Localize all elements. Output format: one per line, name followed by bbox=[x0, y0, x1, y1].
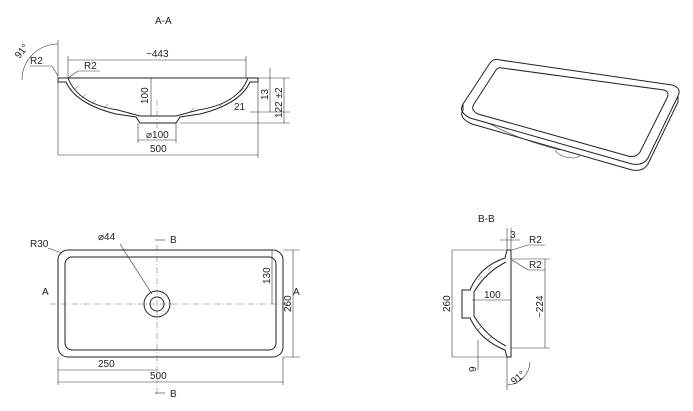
section-b-top-marker: B bbox=[170, 235, 177, 246]
bb-inner-length-label: ~224 bbox=[535, 295, 546, 318]
inner-width-label: ~443 bbox=[146, 49, 169, 60]
angle-arc bbox=[21, 43, 59, 81]
bb-radius-outer-label: R2 bbox=[529, 235, 542, 246]
bb-depth-total-label: 260 bbox=[442, 295, 453, 312]
half-depth-label: 130 bbox=[262, 267, 273, 284]
radius-inner-label: R2 bbox=[84, 61, 97, 72]
section-a-right-marker: A bbox=[293, 287, 300, 298]
height-label: 122 ±2 bbox=[274, 87, 285, 118]
angle-label: 91° bbox=[13, 42, 31, 61]
hatching bbox=[73, 85, 245, 113]
hole-diameter-label: ⌀44 bbox=[98, 232, 116, 243]
plan-view: R30 ⌀44 B B A A 130 260 250 500 bbox=[30, 232, 300, 400]
section-bb-title: B-B bbox=[478, 214, 495, 225]
section-aa-title: A-A bbox=[155, 16, 172, 27]
isometric-view bbox=[461, 58, 680, 171]
section-b-bottom-marker: B bbox=[170, 389, 177, 400]
bb-bowl-depth-label: 100 bbox=[484, 290, 501, 301]
total-width-label: 500 bbox=[150, 144, 167, 155]
bb-radius-inner-label: R2 bbox=[529, 260, 542, 271]
radius-outer-label: R2 bbox=[30, 56, 43, 67]
section-b-b: B-B 260 100 3 R2 R2 ~224 9 91° bbox=[442, 214, 550, 390]
rim-thickness-label: 13 bbox=[260, 88, 271, 100]
bb-rim-offset-label: 9 bbox=[468, 366, 479, 372]
width-total-label: 500 bbox=[150, 371, 167, 382]
drain-diameter-label: ⌀100 bbox=[146, 130, 169, 141]
bb-rim-width-label: 3 bbox=[510, 230, 516, 241]
section-a-a: A-A 91° R2 R2 ~443 100 13 122 ±2 21 ⌀100… bbox=[13, 16, 290, 158]
basin-profile-inner bbox=[67, 77, 249, 117]
depth-label: 100 bbox=[140, 87, 151, 104]
half-width-label: 250 bbox=[98, 359, 115, 370]
corner-radius-label: R30 bbox=[30, 239, 49, 250]
section-a-left-marker: A bbox=[42, 287, 49, 298]
depth-total-label: 260 bbox=[283, 295, 294, 312]
offset-label: 21 bbox=[234, 102, 246, 113]
bb-angle-label: 91° bbox=[509, 369, 528, 387]
